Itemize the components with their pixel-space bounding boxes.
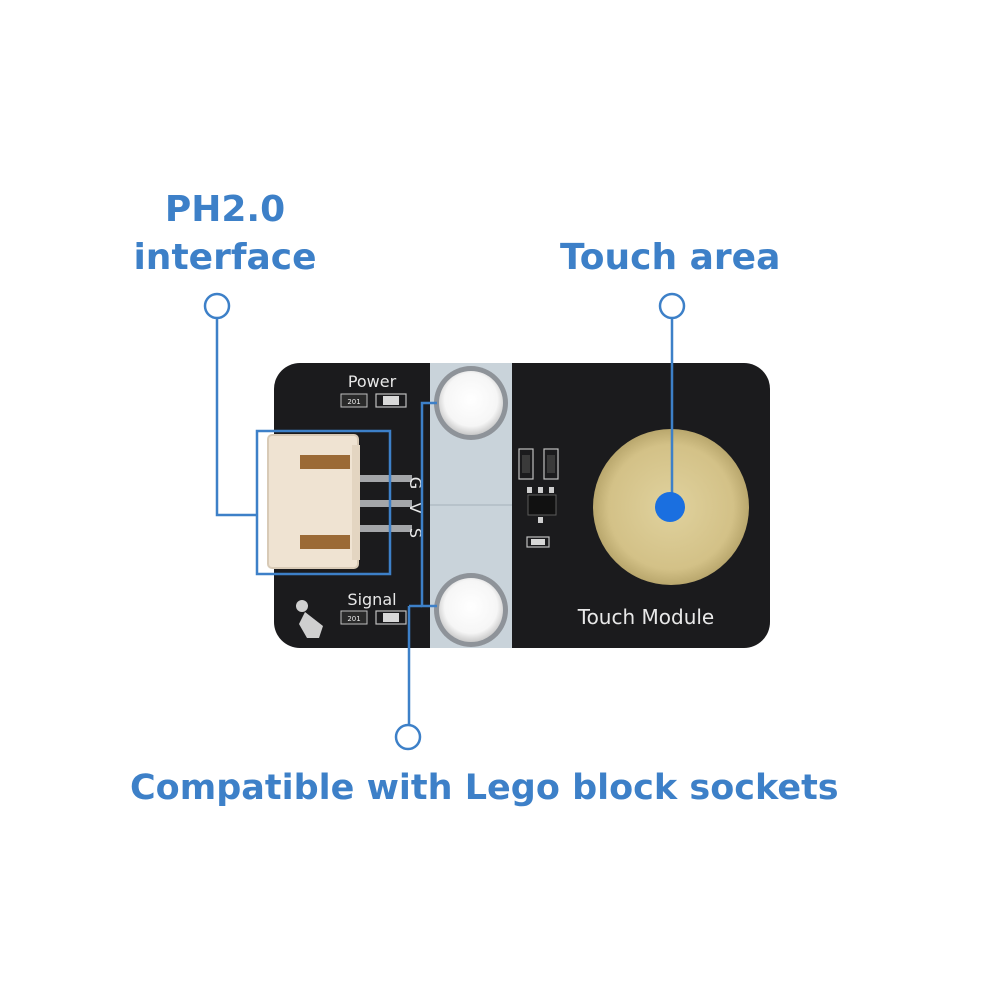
pin-label-s: S [406,528,425,538]
power-led [375,393,407,408]
ph2-interface-label-line2: interface [133,237,317,278]
smd-components [518,448,559,548]
mounting-hole-top [434,366,508,440]
lego-compatibility-label: Compatible with Lego block sockets [130,768,839,808]
lego-bracket [420,401,437,608]
signal-silk-label: Signal [347,590,396,609]
ph2-callout-leader [215,318,257,517]
ph2-connector [267,434,360,569]
mounting-hole-bottom [434,573,508,647]
header-pins [352,475,412,532]
touch-area-label: Touch area [560,237,781,278]
lego-callout-marker [394,723,422,751]
pin-label-v: V [406,503,425,514]
ph2-highlight-box [255,429,392,576]
signal-resistor-code: 201 [347,615,360,623]
signal-led [375,610,407,625]
pin-label-g: G [406,477,425,489]
touch-hand-icon [296,600,323,638]
power-resistor: 201 [340,393,368,408]
module-name-silk: Touch Module [577,605,714,629]
signal-resistor: 201 [340,610,368,625]
touch-callout-marker [658,292,686,320]
ph2-callout-marker [203,292,231,320]
ph2-interface-label: PH2.0 interface [130,186,320,282]
callout-lines [203,292,686,751]
power-resistor-code: 201 [347,398,360,406]
touch-point-marker [655,492,685,522]
touch-module-board: Power 201 Signal 201 G [267,363,770,648]
ph2-interface-label-line1: PH2.0 [164,189,286,230]
power-silk-label: Power [348,372,397,391]
